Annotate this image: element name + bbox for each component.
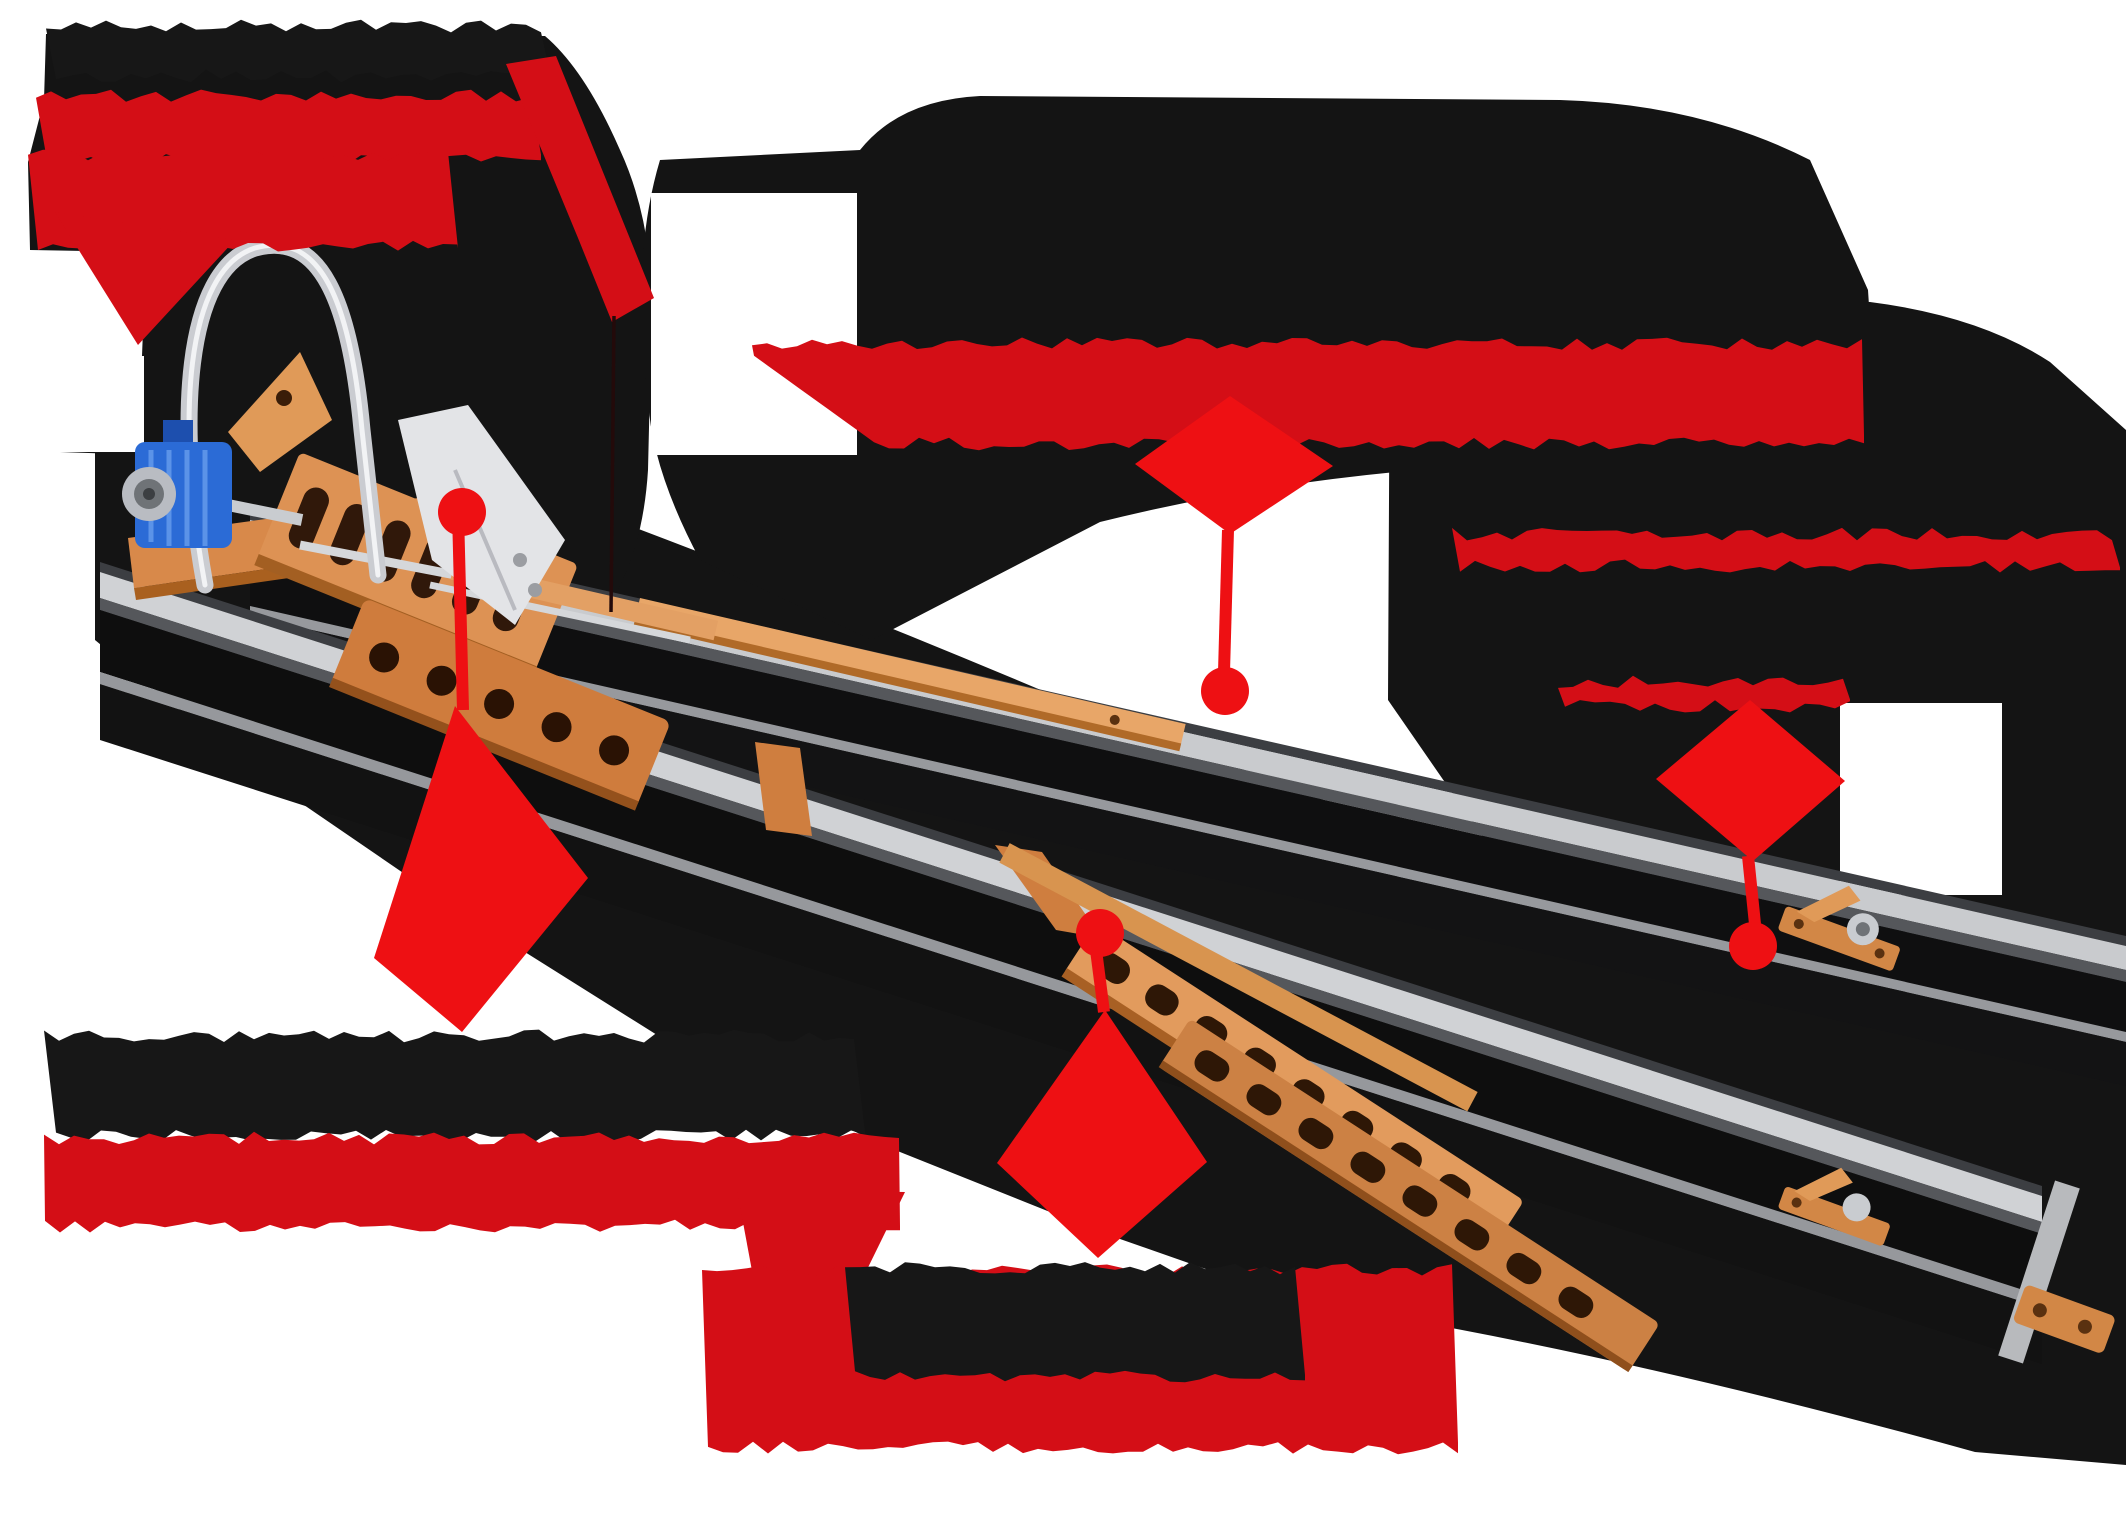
white-pocket [651, 193, 857, 455]
orange-ladder-frame [755, 742, 1478, 1112]
callout-right-upper-red-text-row [1452, 527, 2120, 573]
background-pockets [58, 193, 2002, 895]
ladder-crossbar [755, 742, 812, 836]
callout-bottom-middle-black-text-row [845, 1262, 1305, 1383]
slotted-orange-plate-b [1158, 1020, 1658, 1373]
callout-right-lower-pointer-stem [1742, 855, 1761, 925]
callout-pointers [374, 396, 1845, 1258]
callout-top-left-red-arrow-down [55, 212, 235, 345]
guide-rod [429, 581, 691, 644]
callout-top-left-black-text-row [46, 19, 551, 83]
end-bracket [2014, 1285, 2115, 1353]
rail-clamp-a [1778, 885, 1900, 971]
callout-carriage-pointer-stem [452, 511, 469, 711]
callout-top-left-red-streak [506, 56, 654, 322]
callout-right-lower-pointer-dot [1729, 922, 1777, 970]
motor-shaft [226, 499, 304, 526]
callout-bottom-middle-pointer-dot [1076, 909, 1124, 957]
callout-right-lower-diamond-pointer [1656, 700, 1845, 861]
callout-top-middle-diamond-pointer [1135, 396, 1333, 534]
callout-right-lower-red-text-row [1558, 675, 1850, 713]
worm-gear-motor [122, 420, 232, 548]
callout-top-left-thin-pointer-line [609, 315, 616, 613]
white-pocket [58, 356, 144, 452]
callout-top-middle-red-text-row [752, 337, 1864, 451]
callout-bottom-middle-pointer-stem [1090, 949, 1110, 1013]
callout-top-middle-pointer-dot [1201, 667, 1249, 715]
callout-carriage-red-text-row [44, 1131, 900, 1233]
callout-text-blocks [28, 19, 2120, 1455]
ladder-rail [999, 843, 1478, 1112]
rail-clamp-b [1778, 1167, 1890, 1246]
callout-carriage-diamond-pointer [374, 706, 588, 1032]
callout-bottom-middle-diamond-pointer [997, 1010, 1207, 1258]
callout-top-middle-pointer-stem [1218, 529, 1234, 673]
callout-top-left-red-text-row [36, 89, 541, 166]
callout-carriage-black-text-row [44, 1029, 866, 1143]
feed-beam-machine [100, 236, 2126, 1373]
carriage-bracket [228, 352, 332, 472]
white-pocket [1840, 703, 2002, 895]
callout-carriage-pointer-dot [438, 488, 486, 536]
